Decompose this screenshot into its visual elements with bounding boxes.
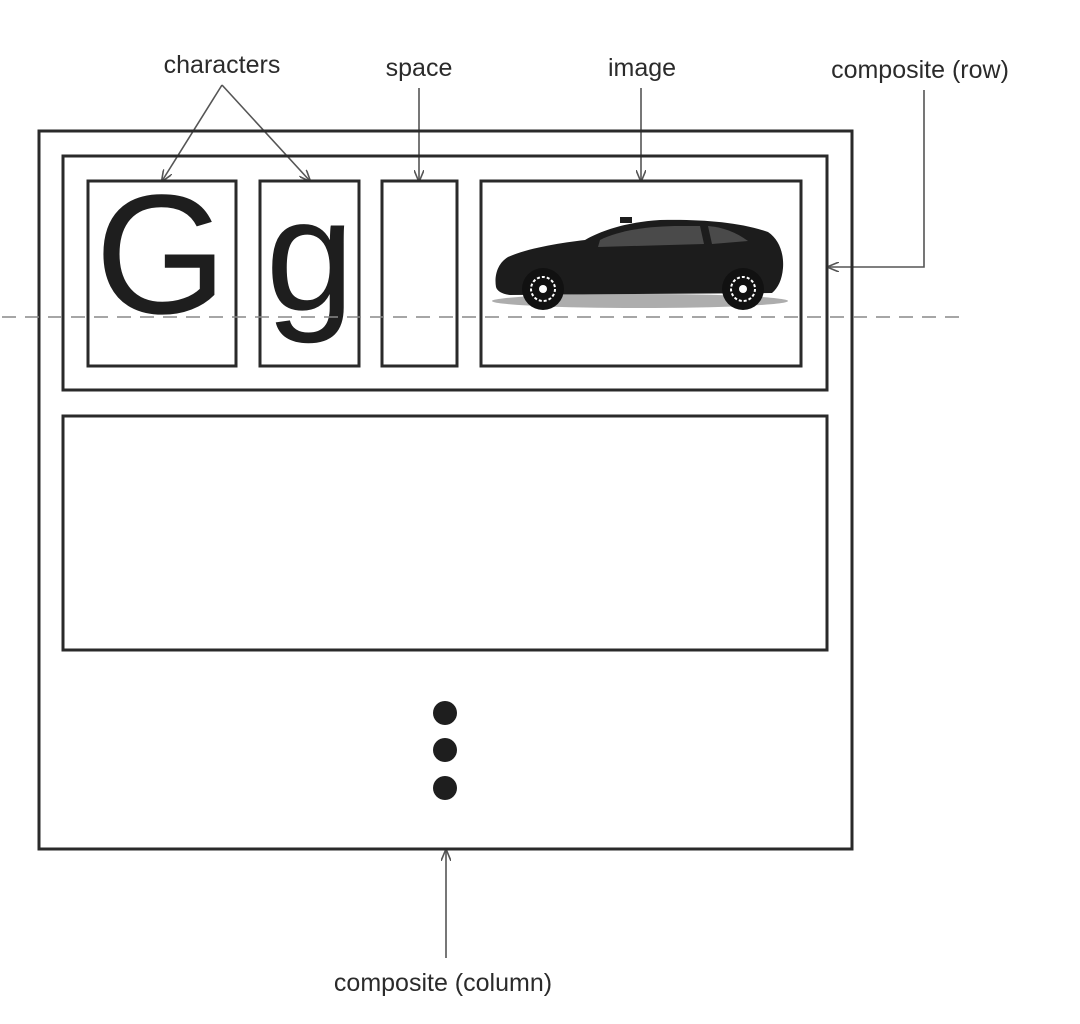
character-box-upper-g [86,179,238,368]
label-image: image [608,54,676,82]
second-row-box [61,414,829,652]
label-composite-column: composite (column) [334,969,552,997]
character-box-lower-g [258,179,361,368]
space-box [380,179,459,368]
arrow-characters-to-upper-g [162,84,223,181]
glyph-lower-g: g [266,165,355,344]
arrow-composite-row [828,90,925,267]
label-space: space [386,54,453,82]
car-icon [492,217,788,310]
glyph-upper-g: G [95,160,227,350]
label-composite-row: composite (row) [831,56,1009,84]
composite-column-box [37,129,854,851]
image-box [479,179,803,368]
vertical-ellipsis-icon [433,701,457,800]
composite-row-box [61,154,829,392]
label-characters: characters [164,51,281,79]
arrow-characters-to-lower-g [221,84,310,181]
